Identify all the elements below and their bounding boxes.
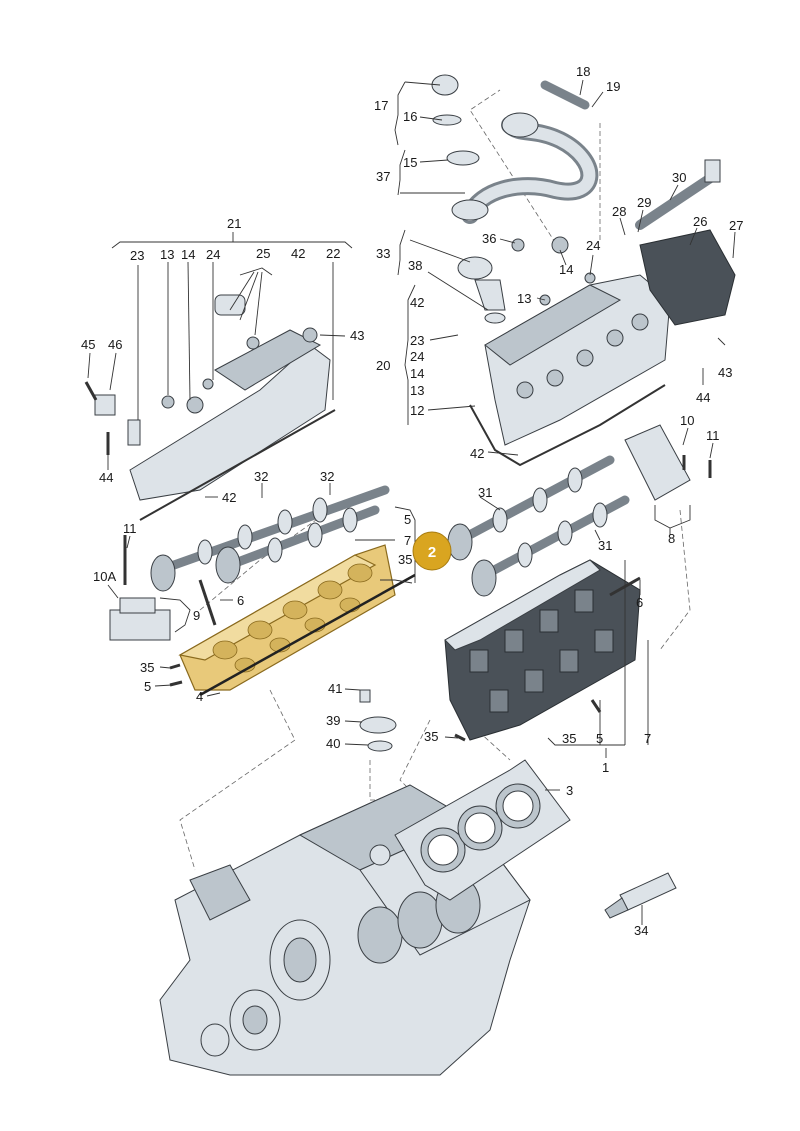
label-6-left: 6 xyxy=(237,593,244,608)
label-26: 26 xyxy=(693,214,707,229)
label-5-left: 5 xyxy=(144,679,151,694)
label-5-mid: 5 xyxy=(404,512,411,527)
label-36: 36 xyxy=(482,231,496,246)
label-24-right: 24 xyxy=(586,238,600,253)
label-30: 30 xyxy=(672,170,686,185)
label-23-left: 23 xyxy=(130,248,144,263)
label-9: 9 xyxy=(193,608,200,623)
label-21: 21 xyxy=(227,216,241,231)
part-labels: 17 16 18 19 15 37 30 28 29 26 27 21 36 3… xyxy=(81,64,743,938)
label-32-right: 32 xyxy=(320,469,334,484)
leader-lines xyxy=(87,79,736,925)
cylinder-head-left-highlighted xyxy=(178,544,416,697)
label-4: 4 xyxy=(196,689,203,704)
label-42-topleft: 42 xyxy=(291,246,305,261)
label-43-left: 43 xyxy=(350,328,364,343)
label-20: 20 xyxy=(376,358,390,373)
label-7-right: 7 xyxy=(644,731,651,746)
label-7-mid: 7 xyxy=(404,533,411,548)
label-39: 39 xyxy=(326,713,340,728)
label-42-right-top: 42 xyxy=(410,295,424,310)
label-46: 46 xyxy=(108,337,122,352)
label-42-mid: 42 xyxy=(222,490,236,505)
label-35-left: 35 xyxy=(140,660,154,675)
injector-heat-shield xyxy=(635,159,736,326)
label-45: 45 xyxy=(81,337,95,352)
breather-pipe-assembly xyxy=(431,74,599,324)
label-11-left: 11 xyxy=(123,521,137,536)
label-10A: 10A xyxy=(93,569,116,584)
cylinder-head-gasket xyxy=(394,759,571,901)
label-31-bottom: 31 xyxy=(598,538,612,553)
sealant-tube xyxy=(604,872,677,919)
label-28: 28 xyxy=(612,204,626,219)
badge-label: 2 xyxy=(428,544,436,561)
label-19: 19 xyxy=(606,79,620,94)
label-44-left: 44 xyxy=(99,470,113,485)
label-35-bottom: 35 xyxy=(562,731,576,746)
label-1: 1 xyxy=(602,760,609,775)
label-12: 12 xyxy=(410,403,424,418)
label-8: 8 xyxy=(668,531,675,546)
label-33: 33 xyxy=(376,246,390,261)
label-43-right: 43 xyxy=(718,365,732,380)
label-13-mid: 13 xyxy=(410,383,424,398)
label-6-right: 6 xyxy=(636,595,643,610)
label-24-mid: 24 xyxy=(410,349,424,364)
label-23-right: 23 xyxy=(410,333,424,348)
label-38: 38 xyxy=(408,258,422,273)
label-44-right: 44 xyxy=(696,390,710,405)
camshafts-right xyxy=(447,455,630,597)
badge-circle xyxy=(412,531,452,571)
label-35-mid: 35 xyxy=(398,552,412,567)
label-18: 18 xyxy=(576,64,590,79)
label-24-left: 24 xyxy=(206,247,220,262)
label-13-left: 13 xyxy=(160,247,174,262)
camshafts-left xyxy=(150,485,390,592)
label-35-right: 35 xyxy=(424,729,438,744)
label-29: 29 xyxy=(637,195,651,210)
label-3: 3 xyxy=(566,783,573,798)
label-17: 17 xyxy=(374,98,388,113)
label-10: 10 xyxy=(680,413,694,428)
label-27: 27 xyxy=(729,218,743,233)
label-37: 37 xyxy=(376,169,390,184)
label-34: 34 xyxy=(634,923,648,938)
highlight-badge[interactable]: 2 xyxy=(412,531,452,571)
label-42-right: 42 xyxy=(470,446,484,461)
label-40: 40 xyxy=(326,736,340,751)
label-14-mid: 14 xyxy=(410,366,424,381)
cylinder-head-cover-right xyxy=(469,274,671,467)
cylinder-head-cover-left xyxy=(129,294,336,521)
label-32-left: 32 xyxy=(254,469,268,484)
left-small-parts xyxy=(84,381,217,641)
label-15: 15 xyxy=(403,155,417,170)
label-31-top: 31 xyxy=(478,485,492,500)
label-5-right: 5 xyxy=(596,731,603,746)
label-14-left: 14 xyxy=(181,247,195,262)
label-22: 22 xyxy=(326,246,340,261)
label-13-right: 13 xyxy=(517,291,531,306)
lower-small-parts xyxy=(169,663,602,752)
label-16: 16 xyxy=(403,109,417,124)
label-14-right: 14 xyxy=(559,262,573,277)
cylinder-head-right xyxy=(444,559,641,741)
label-41: 41 xyxy=(328,681,342,696)
label-11-right: 11 xyxy=(706,428,720,443)
label-25: 25 xyxy=(256,246,270,261)
